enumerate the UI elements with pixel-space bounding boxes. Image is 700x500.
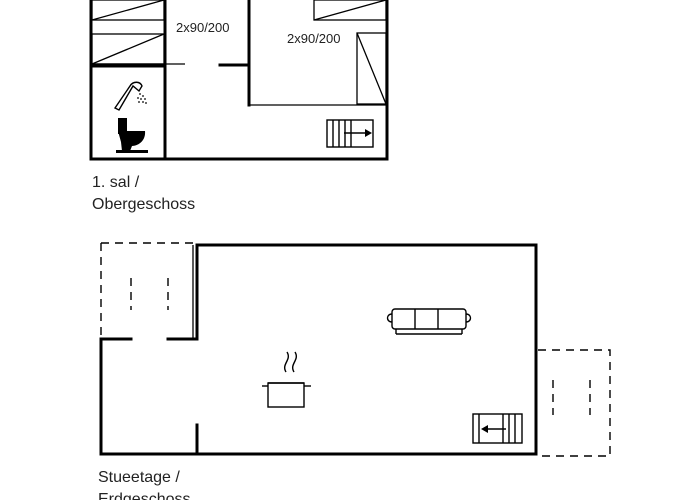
ground-floor-outer-wall [99,243,538,456]
floor-label-upper-line2: Obergeschoss [92,196,195,213]
floor-label-ground-line1: Stueetage / [98,469,180,486]
bed-label-left: 2x90/200 [176,20,230,35]
wardrobe-left-top [91,0,165,21]
terrace-left [100,242,195,338]
sofa-icon [386,308,472,335]
upper-floor-outer-wall [89,0,389,161]
floor-label-ground-line2: Erdgeschoss [98,491,191,500]
stairs-icon [472,413,523,444]
wardrobe-right-top [313,0,387,21]
shower-icon [113,81,147,111]
stairs-icon [326,119,374,148]
bed-label-right: 2x90/200 [287,31,341,46]
wardrobe-left-bottom [91,33,165,65]
cooking-pot-icon [262,351,311,408]
terrace-right [538,349,611,457]
floor-label-upper-line1: 1. sal / [92,174,140,191]
ground-floor: Stueetage / Erdgeschoss [98,242,611,500]
toilet-icon [116,118,148,153]
wardrobe-right-side [356,32,387,105]
upper-floor: 2x90/200 2x90/200 [89,0,389,213]
